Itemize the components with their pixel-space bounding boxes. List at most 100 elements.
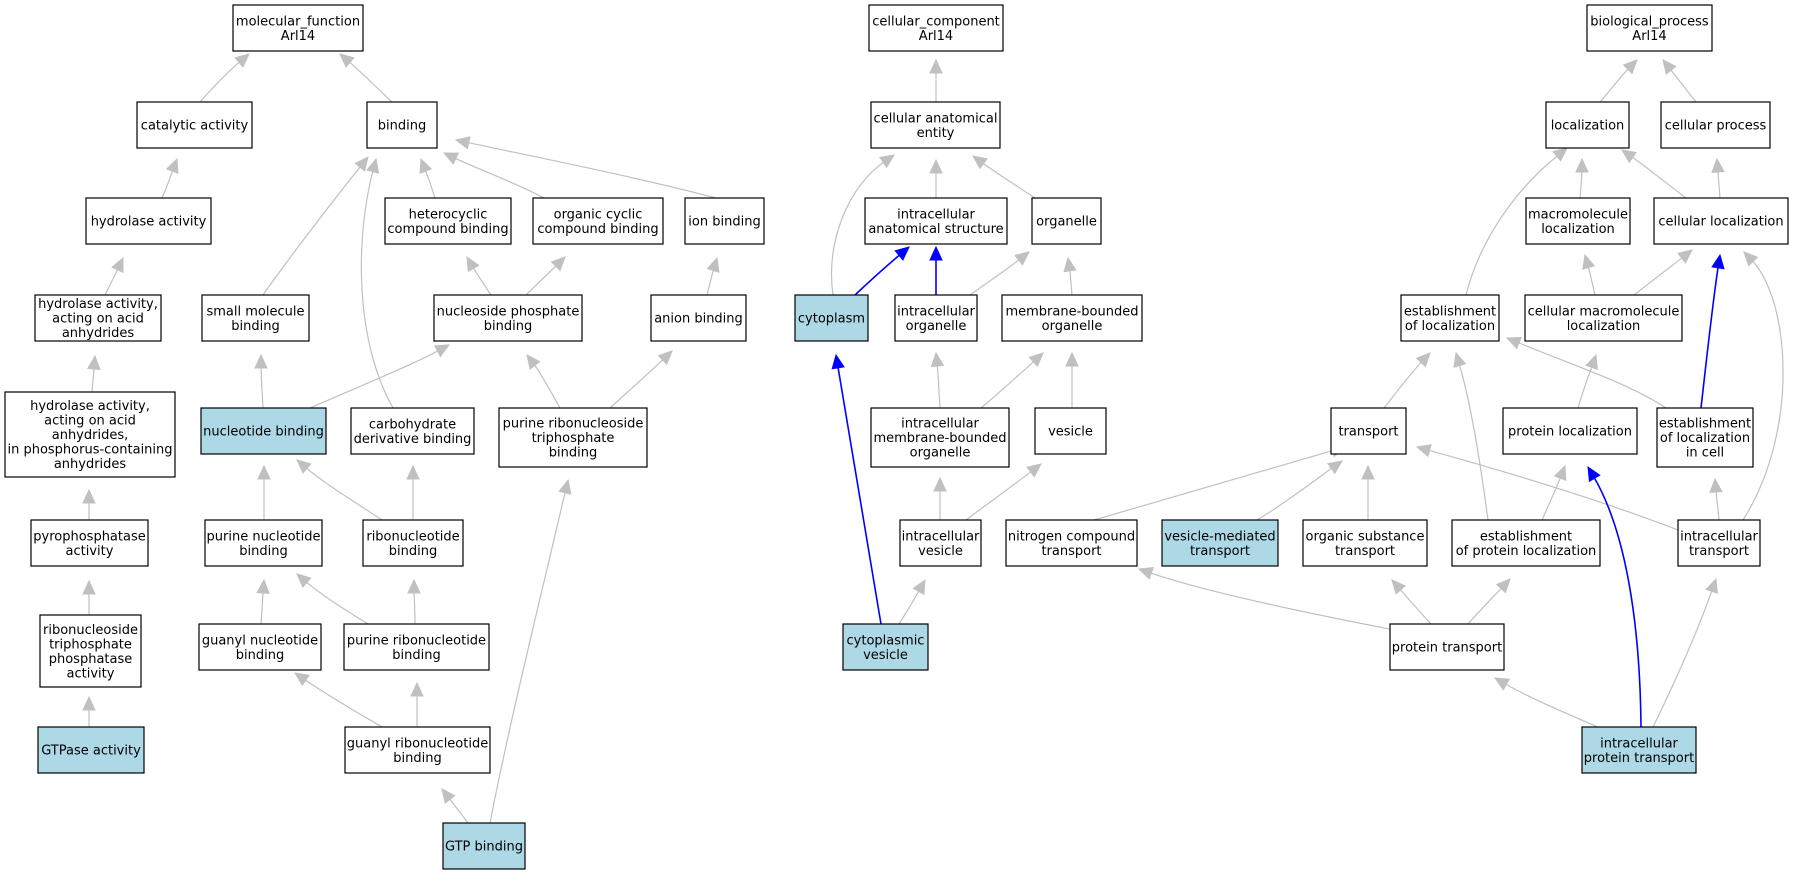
node-box	[1034, 407, 1107, 455]
edge-transport-to-estloc	[1383, 352, 1431, 409]
node-box	[343, 623, 490, 671]
node-box	[362, 519, 464, 567]
edge-ribonuc-to-carbo	[406, 464, 420, 521]
edge-orgsub-to-transport	[1361, 464, 1375, 521]
node-box	[1653, 197, 1789, 245]
node-label: transport	[1335, 544, 1395, 559]
edge-purribtri-to-nucphos	[526, 354, 561, 409]
node-label: hydrolase activity,	[38, 297, 158, 312]
node-box	[870, 407, 1010, 468]
node-box	[232, 4, 364, 52]
edge-protloc-to-cmacroloc	[1577, 353, 1598, 409]
node-label: GTPase activity	[41, 744, 141, 759]
edge-purribonuc-to-ribonuc	[407, 578, 421, 625]
node-label: Arl14	[919, 29, 953, 44]
edge-organelle-to-cae	[972, 155, 1036, 199]
node-box	[204, 519, 323, 567]
edge-local-to-bp	[1599, 59, 1638, 103]
node-label: molecular_function	[236, 14, 360, 29]
node-box	[85, 197, 212, 245]
edge-pyro-to-hydro_pcont	[82, 488, 96, 520]
go-term-node-transport: transport	[1330, 407, 1407, 455]
edge-catalytic-to-mf	[199, 53, 250, 103]
node-label: anion binding	[654, 312, 743, 327]
node-label: protein transport	[1584, 751, 1694, 766]
node-label: vesicle	[918, 544, 963, 559]
node-box	[34, 294, 162, 342]
edge-hydro_pcont-to-hydro_anh	[87, 354, 101, 393]
go-term-node-nucbind: nucleotide binding	[200, 407, 327, 455]
node-label: binding	[389, 544, 437, 559]
node-label: small molecule	[207, 304, 305, 319]
edge-intprot-to-protloc	[1587, 465, 1642, 728]
edge-prottrans-to-nitro	[1137, 566, 1406, 633]
go-term-node-prottrans: protein transport	[1389, 623, 1505, 671]
node-label: organic substance	[1306, 529, 1425, 544]
node-box	[650, 294, 747, 342]
node-label: intracellular	[1680, 529, 1758, 544]
node-label: nucleoside phosphate	[437, 304, 580, 319]
edge-estlocincell-to-cellloc	[1700, 253, 1725, 409]
go-term-node-local: localization	[1545, 101, 1630, 149]
node-label: binding	[378, 119, 426, 134]
node-label: cytoplasmic	[847, 633, 925, 648]
edge-guanylnuc-to-purnuc	[256, 578, 270, 625]
node-box	[1524, 294, 1683, 342]
node-box	[1031, 197, 1102, 245]
edge-nucbind-to-nucphos	[309, 344, 451, 409]
edge-estlocincell-to-estloc	[1505, 336, 1667, 409]
node-box	[433, 294, 583, 342]
node-label: of localization	[1405, 319, 1495, 334]
node-label: organelle	[910, 446, 971, 461]
edge-imbo-to-mbo	[980, 352, 1044, 409]
node-label: localization	[1551, 119, 1625, 134]
node-box	[1389, 623, 1505, 671]
node-label: in phosphorus-containing	[7, 443, 172, 458]
edge-mbo-to-organelle	[1063, 256, 1077, 296]
node-box	[532, 197, 664, 245]
node-label: vesicle	[863, 648, 908, 663]
edge-intorg-to-organelle	[969, 251, 1030, 296]
edge-estloc-to-local	[1465, 147, 1568, 296]
edge-intves-to-vesicle	[965, 463, 1042, 521]
go-term-node-hydro_anh: hydrolase activity,acting on acidanhydri…	[34, 294, 162, 342]
node-box	[842, 623, 929, 671]
node-label: compound binding	[537, 222, 658, 237]
node-box	[1502, 407, 1638, 455]
node-label: acting on acid	[52, 312, 144, 327]
node-box	[1677, 519, 1761, 567]
edge-gtpbind-to-purribtri	[489, 478, 572, 824]
edge-gtpbind-to-guanylribo	[441, 788, 469, 824]
go-term-node-catalytic: catalytic activity	[136, 101, 253, 149]
go-term-node-hydro_pcont: hydrolase activity,acting on acidanhydri…	[4, 391, 176, 478]
node-box	[30, 519, 149, 567]
edge-gtpase-to-ribtriphos	[82, 695, 96, 727]
go-term-node-cellproc: cellular process	[1660, 101, 1771, 149]
node-label: establishment	[1480, 529, 1572, 544]
node-label: hydrolase activity	[91, 215, 207, 230]
node-label: of localization	[1660, 431, 1750, 446]
node-label: purine ribonucleoside	[503, 417, 644, 432]
edge-cellproc-to-bp	[1662, 59, 1697, 103]
go-term-node-ion: ion binding	[684, 197, 765, 245]
edge-nitro-to-transport	[1093, 444, 1347, 521]
node-label: biological_process	[1590, 14, 1709, 29]
go-term-node-cytoplasm: cytoplasm	[794, 294, 869, 342]
node-box	[201, 294, 310, 342]
node-label: localization	[1567, 319, 1641, 334]
node-label: guanyl ribonucleotide	[347, 736, 488, 751]
node-box	[870, 101, 1001, 149]
node-label: hydrolase activity,	[30, 399, 150, 414]
node-label: anhydrides,	[52, 428, 129, 443]
